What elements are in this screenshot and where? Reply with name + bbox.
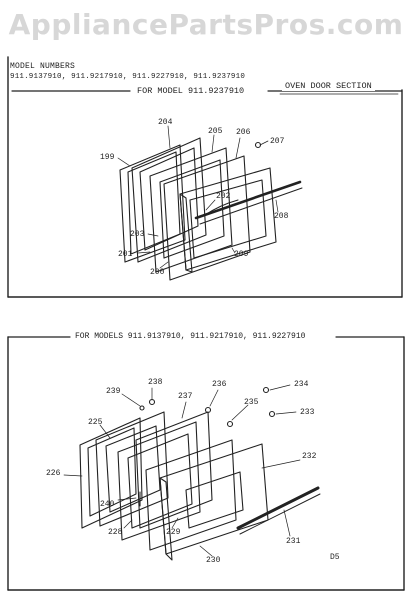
callout-235: 235 bbox=[244, 398, 259, 407]
panel-199 bbox=[119, 144, 186, 263]
callout-240: 240 bbox=[100, 500, 115, 509]
callout-208: 208 bbox=[274, 212, 289, 221]
callout-203: 203 bbox=[130, 230, 145, 239]
bottom-leaders bbox=[63, 384, 301, 557]
callout-207: 207 bbox=[270, 137, 285, 146]
callout-239: 239 bbox=[106, 387, 121, 396]
callout-229: 229 bbox=[166, 528, 181, 537]
handle-231 bbox=[236, 486, 320, 530]
handle-208 bbox=[194, 180, 302, 220]
callout-231: 231 bbox=[286, 537, 301, 546]
callout-199: 199 bbox=[100, 153, 115, 162]
screw-239 bbox=[139, 405, 145, 411]
model-numbers-label: MODEL NUMBERS bbox=[10, 62, 76, 71]
callout-206: 206 bbox=[236, 128, 251, 137]
callout-236: 236 bbox=[212, 380, 227, 389]
callout-228: 228 bbox=[108, 528, 123, 537]
callout-205: 205 bbox=[208, 127, 223, 136]
panel-206 bbox=[163, 155, 251, 281]
model-numbers-list: 911.9137910, 911.9217910, 911.9227910, 9… bbox=[10, 73, 246, 81]
callout-233: 233 bbox=[300, 408, 315, 417]
screw-233 bbox=[268, 410, 276, 418]
panel-237 bbox=[135, 411, 213, 529]
site-watermark: AppliancePartsPros.com bbox=[8, 8, 404, 41]
screw-234 bbox=[262, 386, 270, 394]
callout-230: 230 bbox=[206, 556, 221, 565]
screw-236 bbox=[204, 406, 212, 414]
top-door-assembly bbox=[119, 137, 303, 281]
section-top-title: OVEN DOOR SECTION bbox=[282, 81, 375, 91]
callout-204: 204 bbox=[158, 118, 173, 127]
panel-204 bbox=[131, 137, 207, 263]
panel-225 bbox=[95, 411, 169, 527]
callout-226: 226 bbox=[46, 469, 61, 478]
callout-209: 209 bbox=[234, 250, 249, 259]
panel-230 bbox=[159, 443, 269, 555]
callout-234: 234 bbox=[294, 380, 309, 389]
top-leaders bbox=[117, 125, 279, 269]
callout-225: 225 bbox=[88, 418, 103, 427]
page-code: D5 bbox=[330, 553, 340, 562]
callout-237: 237 bbox=[178, 392, 193, 401]
bottom-door-assembly bbox=[79, 386, 321, 561]
screw-235 bbox=[226, 420, 234, 428]
section-bottom-models-label: FOR MODELS 911.9137910, 911.9217910, 911… bbox=[72, 332, 309, 341]
callout-238: 238 bbox=[148, 378, 163, 387]
panel-205 bbox=[149, 147, 233, 273]
part-202 bbox=[204, 199, 239, 216]
callout-232: 232 bbox=[302, 452, 317, 461]
panel-229 bbox=[145, 439, 237, 551]
panel-228 bbox=[117, 421, 201, 541]
callout-202: 202 bbox=[216, 192, 231, 201]
panel-226 bbox=[79, 417, 143, 529]
callout-201: 201 bbox=[118, 250, 133, 259]
callout-200: 200 bbox=[150, 268, 165, 277]
section-top-model-label: FOR MODEL 911.9237910 bbox=[134, 86, 248, 96]
